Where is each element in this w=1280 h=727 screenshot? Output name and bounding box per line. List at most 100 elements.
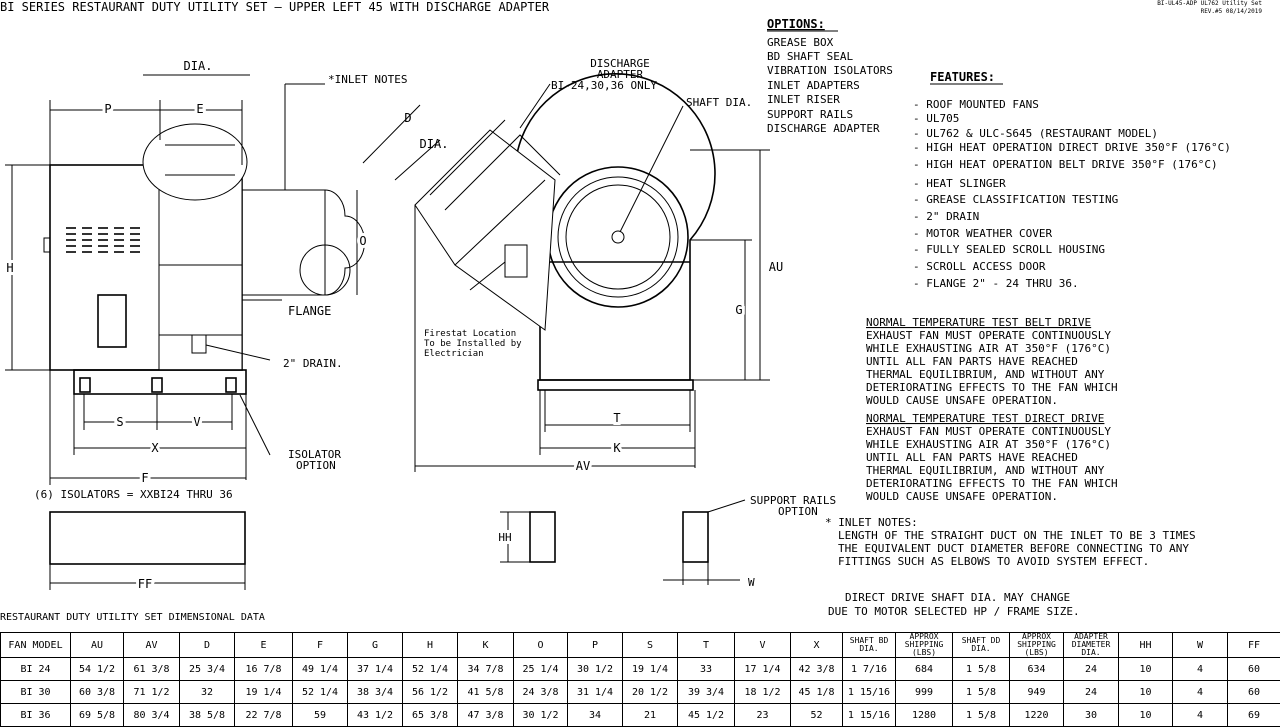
- note-line: EXHAUST FAN MUST OPERATE CONTINUOUSLY: [866, 329, 1111, 342]
- note-line: THERMAL EQUILIBRIUM, AND WITHOUT ANY: [866, 464, 1105, 477]
- table-cell: 4: [1173, 681, 1228, 704]
- feature-item: - GREASE CLASSIFICATION TESTING: [913, 193, 1118, 206]
- column-header: APPROX SHIPPING (LBS): [896, 633, 953, 658]
- feature-item: - MOTOR WEATHER COVER: [913, 227, 1052, 240]
- table-cell: 1 5/8: [953, 658, 1010, 681]
- column-header: E: [235, 633, 293, 658]
- table-cell: 65 3/8: [403, 704, 458, 727]
- table-cell: 30: [1064, 704, 1119, 727]
- note-line: LENGTH OF THE STRAIGHT DUCT ON THE INLET…: [838, 529, 1196, 542]
- dimensional-data-table: FAN MODEL AU AV D E F G H K O P S T V X …: [0, 632, 1280, 727]
- table-cell: 31 1/4: [568, 681, 623, 704]
- column-header: V: [735, 633, 791, 658]
- table-cell: 10: [1119, 704, 1173, 727]
- column-header: APPROX SHIPPING (LBS): [1010, 633, 1064, 658]
- table-cell: 52: [791, 704, 843, 727]
- note-line: EXHAUST FAN MUST OPERATE CONTINUOUSLY: [866, 425, 1111, 438]
- table-cell: 24: [1064, 681, 1119, 704]
- column-header: FAN MODEL: [1, 633, 71, 658]
- belt-test-heading: NORMAL TEMPERATURE TEST BELT DRIVE: [866, 316, 1091, 329]
- table-cell: 24: [1064, 658, 1119, 681]
- dim-label-av: AV: [576, 459, 590, 473]
- dim-label-ff: FF: [138, 577, 152, 591]
- drain-label: 2" DRAIN.: [283, 357, 343, 370]
- note-line: UNTIL ALL FAN PARTS HAVE REACHED: [866, 451, 1078, 464]
- table-cell: BI 30: [1, 681, 71, 704]
- option-item: INLET RISER: [767, 93, 840, 106]
- column-header: S: [623, 633, 678, 658]
- table-cell: 47 3/8: [458, 704, 514, 727]
- table-cell: 24 3/8: [514, 681, 568, 704]
- dim-label-x: X: [151, 441, 159, 455]
- table-cell: 38 5/8: [180, 704, 235, 727]
- note-line: WHILE EXHAUSTING AIR AT 350°F (176°C): [866, 438, 1111, 451]
- column-header: SHAFT BD DIA.: [843, 633, 896, 658]
- dim-label-w: W: [748, 576, 755, 589]
- table-cell: 42 3/8: [791, 658, 843, 681]
- note-line: THERMAL EQUILIBRIUM, AND WITHOUT ANY: [866, 368, 1105, 381]
- direct-test-heading: NORMAL TEMPERATURE TEST DIRECT DRIVE: [866, 412, 1104, 425]
- table-cell: BI 36: [1, 704, 71, 727]
- column-header: HH: [1119, 633, 1173, 658]
- dim-label-hh: HH: [498, 531, 511, 544]
- table-cell: 4: [1173, 658, 1228, 681]
- table-cell: 4: [1173, 704, 1228, 727]
- column-header: AV: [124, 633, 180, 658]
- table-cell: 52 1/4: [403, 658, 458, 681]
- table-cell: 949: [1010, 681, 1064, 704]
- table-cell: 60 3/8: [71, 681, 124, 704]
- dim-label-o: O: [359, 234, 366, 248]
- firestat-label2: To be Installed by: [424, 339, 522, 349]
- column-header: F: [293, 633, 348, 658]
- note-line: UNTIL ALL FAN PARTS HAVE REACHED: [866, 355, 1078, 368]
- direct-drive-test-note: NORMAL TEMPERATURE TEST DIRECT DRIVE EXH…: [866, 412, 1118, 503]
- option-item: SUPPORT RAILS: [767, 108, 853, 121]
- dim-label-adapter-dia: DIA.: [420, 137, 449, 151]
- option-item: BD SHAFT SEAL: [767, 50, 853, 63]
- reference-line1: BI-UL45-ADP UL762 Utility Set: [1157, 0, 1262, 7]
- table-cell: 20 1/2: [623, 681, 678, 704]
- column-header: P: [568, 633, 623, 658]
- table-cell: 19 1/4: [235, 681, 293, 704]
- note-line: DETERIORATING EFFECTS TO THE FAN WHICH: [866, 381, 1118, 394]
- table-cell: 23: [735, 704, 791, 727]
- dim-label-f: F: [141, 471, 148, 485]
- table-cell: 43 1/2: [348, 704, 403, 727]
- table-cell: 1280: [896, 704, 953, 727]
- table-header-row: FAN MODEL AU AV D E F G H K O P S T V X …: [1, 633, 1280, 658]
- column-header: G: [348, 633, 403, 658]
- feature-item: - HEAT SLINGER: [913, 177, 1006, 190]
- table-cell: 22 7/8: [235, 704, 293, 727]
- feature-item: - UL705: [913, 112, 959, 125]
- note-line: WOULD CAUSE UNSAFE OPERATION.: [866, 394, 1058, 407]
- option-item: INLET ADAPTERS: [767, 79, 860, 92]
- options-heading: OPTIONS:: [767, 17, 825, 31]
- column-header: AU: [71, 633, 124, 658]
- support-rails-option-label: OPTION: [778, 505, 818, 518]
- column-header: O: [514, 633, 568, 658]
- table-cell: 999: [896, 681, 953, 704]
- feature-item: - ROOF MOUNTED FANS: [913, 98, 1039, 111]
- left-side-view: DIA. P E *INLET NOTES H O FLANGE 2" DRAI…: [5, 59, 407, 591]
- table-cell: 684: [896, 658, 953, 681]
- table-cell: 37 1/4: [348, 658, 403, 681]
- table-cell: 32: [180, 681, 235, 704]
- table-cell: 54 1/2: [71, 658, 124, 681]
- table-cell: 634: [1010, 658, 1064, 681]
- note-line: WOULD CAUSE UNSAFE OPERATION.: [866, 490, 1058, 503]
- table-cell: 21: [623, 704, 678, 727]
- firestat-label3: Electrician: [424, 349, 484, 359]
- features-list: FEATURES: - ROOF MOUNTED FANS - UL705 - …: [913, 70, 1231, 290]
- table-cell: 1 7/16: [843, 658, 896, 681]
- flange-label: FLANGE: [288, 304, 331, 318]
- table-cell: 38 3/4: [348, 681, 403, 704]
- table-cell: 33: [678, 658, 735, 681]
- option-item: GREASE BOX: [767, 36, 834, 49]
- firestat-label: Firestat Location: [424, 329, 516, 339]
- table-cell: 45 1/2: [678, 704, 735, 727]
- table-cell: 25 1/4: [514, 658, 568, 681]
- feature-item: - SCROLL ACCESS DOOR: [913, 260, 1046, 273]
- shaft-dia-label: SHAFT DIA.: [686, 96, 752, 109]
- table-cell: 25 3/4: [180, 658, 235, 681]
